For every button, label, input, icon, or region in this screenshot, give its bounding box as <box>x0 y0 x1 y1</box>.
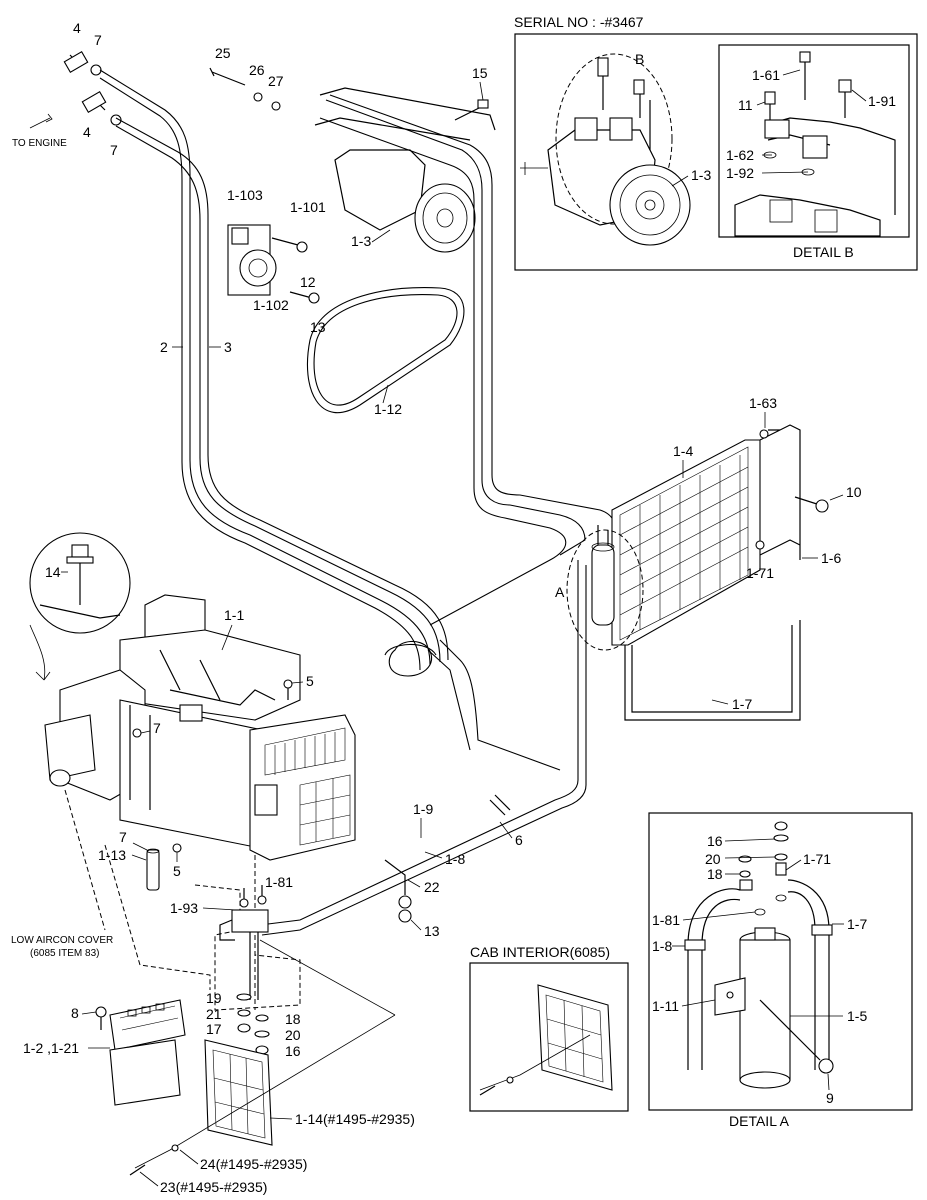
callout-19: 19 <box>206 990 222 1006</box>
callout-26: 26 <box>249 62 265 78</box>
compressor-parts <box>209 67 496 253</box>
callout-1-12: 1-12 <box>374 401 402 417</box>
callout-a: A <box>555 584 565 600</box>
detail-b-title: DETAIL B <box>793 244 854 260</box>
detail-a-box: DETAIL A <box>648 812 913 1129</box>
callout-13-b: 13 <box>424 923 440 939</box>
callout-1-2-1-21: 1-2 ,1-21 <box>23 1040 79 1056</box>
low-aircon-cover-label: LOW AIRCON COVER <box>11 935 113 946</box>
callout-1-62: 1-62 <box>726 147 754 163</box>
serial-no-box: SERIAL NO : -#3467 B 1-3 <box>514 14 918 271</box>
callout-1-5-detail-a: 1-5 <box>847 1008 867 1024</box>
callout-1-71: 1-71 <box>746 565 774 581</box>
callout-1-11-detail-a: 1-11 <box>652 998 679 1014</box>
hose-compressor-condenser <box>319 94 616 626</box>
callout-5-a: 5 <box>306 673 314 689</box>
callout-7-c: 7 <box>153 720 161 736</box>
callout-18-detail-a: 18 <box>707 866 723 882</box>
callout-1-61: 1-61 <box>752 67 780 83</box>
drain-hose-1-13 <box>146 848 160 891</box>
callout-1-63: 1-63 <box>749 395 777 411</box>
callout-1-102: 1-102 <box>253 297 289 313</box>
callout-1-93: 1-93 <box>170 900 198 916</box>
callout-6: 6 <box>515 832 523 848</box>
expansion-valve <box>219 885 396 1016</box>
to-engine-label: TO ENGINE <box>12 138 67 149</box>
tensioner-pulley <box>227 224 320 304</box>
callout-1-14: 1-14(#1495-#2935) <box>295 1111 415 1127</box>
callout-20-main: 20 <box>285 1027 301 1043</box>
callout-1-81: 1-81 <box>265 874 293 890</box>
callout-1-92: 1-92 <box>726 165 754 181</box>
callout-1-7-detail-a: 1-7 <box>847 916 867 932</box>
callout-8: 8 <box>71 1005 79 1021</box>
callout-16-main: 16 <box>285 1043 301 1059</box>
hvac-unit-1-1 <box>44 594 356 861</box>
callout-1-103: 1-103 <box>227 187 263 203</box>
low-aircon-cover-outline <box>64 789 301 1011</box>
callout-7-d: 7 <box>119 829 127 845</box>
callout-1-7: 1-7 <box>732 696 752 712</box>
bolt-14-detail <box>29 532 131 681</box>
callout-3: 3 <box>224 339 232 355</box>
callout-11-b: 11 <box>738 97 753 113</box>
callout-12: 12 <box>300 274 316 290</box>
callout-27: 27 <box>268 73 284 89</box>
callout-24: 24(#1495-#2935) <box>200 1156 307 1172</box>
cover-1-14 <box>129 1014 396 1176</box>
callout-22: 22 <box>424 879 440 895</box>
callout-25: 25 <box>215 45 231 61</box>
hose-2-3 <box>99 69 449 671</box>
callout-4-a: 4 <box>73 20 81 36</box>
detail-a-title: DETAIL A <box>729 1113 790 1129</box>
belt-1-12 <box>306 287 465 413</box>
callout-1-8-detail-a: 1-8 <box>652 938 672 954</box>
low-aircon-cover-sublabel: (6085 ITEM 83) <box>30 948 99 959</box>
detail-b-box: DETAIL B 1-61 11 1-91 1-62 1-92 <box>718 44 910 260</box>
hose-1-8-1-9 <box>259 560 587 936</box>
callout-5-b: 5 <box>173 863 181 879</box>
control-panel-1-2 <box>95 999 186 1106</box>
callout-1-3: 1-3 <box>351 233 371 249</box>
callout-1-9: 1-9 <box>413 801 433 817</box>
cab-interior-box: CAB INTERIOR(6085) <box>469 944 629 1112</box>
condenser-1-4 <box>611 424 829 721</box>
callout-15: 15 <box>472 65 488 81</box>
callout-4-b: 4 <box>83 124 91 140</box>
callout-7-b: 7 <box>110 142 118 158</box>
callout-2: 2 <box>160 339 168 355</box>
callout-1-101: 1-101 <box>290 199 326 215</box>
callout-1-81-detail-a: 1-81 <box>652 912 680 928</box>
callout-1-91: 1-91 <box>868 93 896 109</box>
callout-20-detail-a: 20 <box>705 851 721 867</box>
callout-18-main: 18 <box>285 1011 301 1027</box>
callout-1-8: 1-8 <box>445 851 465 867</box>
callout-10: 10 <box>846 484 862 500</box>
callout-1-4: 1-4 <box>673 443 693 459</box>
callout-13-a: 13 <box>310 319 326 335</box>
callout-1-6: 1-6 <box>821 550 841 566</box>
callout-16-detail-a: 16 <box>707 833 723 849</box>
callout-1-1: 1-1 <box>224 607 244 623</box>
callout-b: B <box>635 51 644 67</box>
callout-14: 14 <box>45 564 61 580</box>
callout-1-71-detail-a: 1-71 <box>803 851 831 867</box>
callout-1-13: 1-13 <box>98 847 126 863</box>
serial-no-title: SERIAL NO : -#3467 <box>514 14 644 30</box>
receiver-drier-a <box>566 525 644 651</box>
compressor-illustration-b <box>520 53 691 246</box>
cab-interior-title: CAB INTERIOR(6085) <box>470 944 610 960</box>
callout-1-3-serial: 1-3 <box>691 167 711 183</box>
washer-stack <box>236 993 270 1055</box>
callout-23: 23(#1495-#2935) <box>160 1179 267 1195</box>
callout-21: 21 <box>206 1006 222 1022</box>
callout-17: 17 <box>206 1021 222 1037</box>
callout-7-a: 7 <box>94 32 102 48</box>
engine-fittings <box>29 51 122 129</box>
callout-9-detail-a: 9 <box>826 1090 834 1106</box>
